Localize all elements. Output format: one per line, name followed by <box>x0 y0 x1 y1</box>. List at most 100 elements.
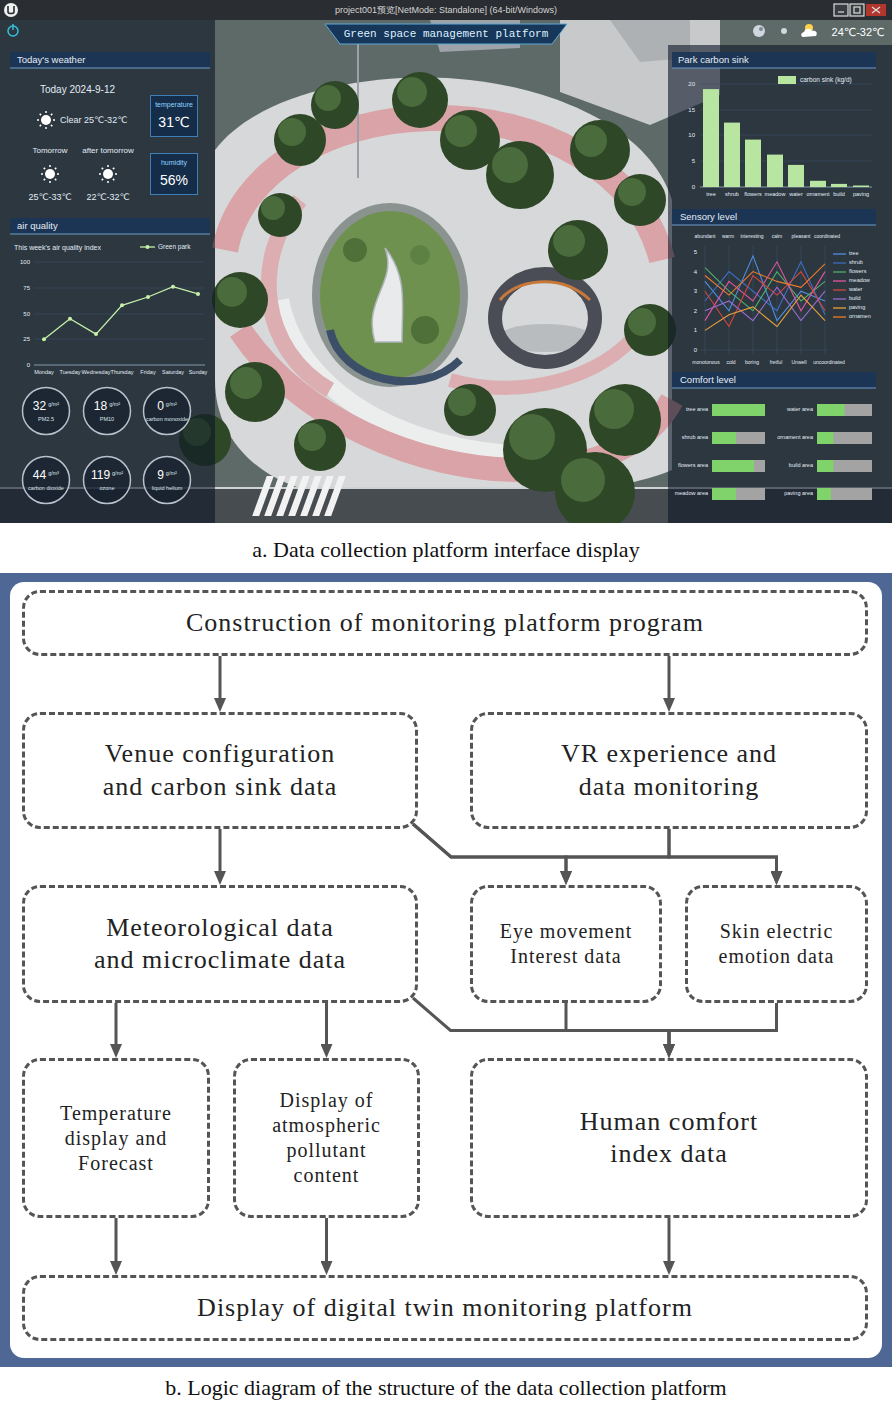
reading-name: PM10 <box>100 416 114 422</box>
axis-label: paving <box>853 192 869 198</box>
bar-label: build area <box>789 463 813 469</box>
legend-text: ornamen <box>849 314 871 320</box>
axis-label: boring <box>745 360 759 365</box>
axis-label: Tuesday <box>60 370 81 376</box>
pollutant-circle: 119g/m² ozone <box>82 455 132 505</box>
process-box: Human comfort index data <box>470 1058 868 1218</box>
legend-text: shrub <box>849 260 863 266</box>
bar-label: flowers area <box>678 463 708 469</box>
caption: b. Logic diagram of the structure of the… <box>165 1377 726 1399</box>
pollutant-circle: 18g/m² PM10 <box>82 386 132 436</box>
legend-line <box>833 305 846 311</box>
day-text: after tomorrow <box>82 147 134 155</box>
axis-label: 5 <box>692 158 695 164</box>
pollutant-circle: 44g/m³ carbon dioxide <box>21 455 71 505</box>
process-box: Display of digital twin monitoring platf… <box>22 1275 868 1341</box>
legend-dot <box>146 245 150 249</box>
legend-line <box>833 262 846 263</box>
bar-label: ornament area <box>777 435 813 441</box>
reading-name: carbon dioxide <box>28 485 64 491</box>
circle-outline <box>144 457 191 504</box>
reading-name: ozone <box>100 485 115 491</box>
legend-line <box>833 269 846 275</box>
reading-value: 31℃ <box>158 114 189 131</box>
flow-arrow <box>219 829 222 877</box>
reading-value: 56% <box>160 172 188 189</box>
weather-range: 25℃-33℃ <box>28 193 71 202</box>
process-box: Venue configuration and carbon sink data <box>22 712 418 829</box>
axis-label: meadow <box>765 192 786 198</box>
reading-name: humidity <box>161 159 187 167</box>
reading-unit: g/m² <box>109 400 120 407</box>
reading-row: 9g/m² <box>157 469 177 482</box>
axis-label: warm <box>722 234 734 239</box>
axis-label: 3 <box>694 288 697 294</box>
circle-outline <box>23 457 70 504</box>
axis-label: 20 <box>688 81 695 87</box>
flow-arrow <box>413 824 566 877</box>
legend-line <box>833 316 846 317</box>
panel-heading: air quality <box>17 221 58 231</box>
box-text: Venue configuration and carbon sink data <box>89 738 351 803</box>
caption: a. Data collection platform interface di… <box>252 539 639 561</box>
panel-heading: Sensory level <box>680 212 737 222</box>
flow-arrow <box>668 656 671 704</box>
flow-arrow <box>669 829 777 877</box>
process-box: Eye movement Interest data <box>470 885 662 1003</box>
reading-unit: g/m² <box>166 400 177 407</box>
reading-value: 44 <box>33 469 46 482</box>
process-box: VR experience and data monitoring <box>470 712 868 829</box>
circle-outline <box>84 388 131 435</box>
legend-text: flowers <box>849 269 866 275</box>
circle-outline <box>144 388 191 435</box>
reading-row: 119g/m² <box>91 469 123 482</box>
legend-line <box>833 260 846 266</box>
axis-label: Sunday <box>189 370 208 376</box>
axis-label: 100 <box>20 259 30 265</box>
axis-label: ornament <box>806 192 829 198</box>
weather-text: Clear 25℃-32℃ <box>60 116 127 125</box>
legend-text: paving <box>849 305 865 311</box>
axis-label: Wednesday <box>82 370 111 376</box>
axis-label: tree <box>706 192 715 198</box>
flow-arrow <box>325 1218 328 1267</box>
reading-name: liquid helium <box>152 485 183 491</box>
axis-label: pleasant <box>792 234 811 239</box>
axis-label: 50 <box>23 311 30 317</box>
axis-label: Saturday <box>162 370 184 376</box>
weather-range: 22℃-32℃ <box>86 193 129 202</box>
reading-value: 119 <box>91 469 110 482</box>
legend-text: carbon sink (kg/d) <box>800 77 852 84</box>
date-text: Today 2024-9-12 <box>40 85 115 95</box>
legend-line <box>833 298 846 299</box>
platform-title: Green space management platform <box>344 29 549 40</box>
panel-heading: Today's weather <box>17 55 85 65</box>
reading-box: humidity 56% <box>150 153 198 195</box>
axis-label: abundant <box>695 234 716 239</box>
legend-line <box>833 307 846 308</box>
axis-label: Thursday <box>111 370 134 376</box>
reading-unit: g/m³ <box>48 469 59 476</box>
reading-unit: g/m² <box>112 469 123 476</box>
axis-label: Unwell <box>791 360 806 365</box>
flow-arrow <box>413 998 669 1050</box>
circle-outline <box>142 455 192 505</box>
axis-label: 10 <box>688 132 695 138</box>
reading-unit: g/m² <box>48 400 59 407</box>
pollutant-circle: 0g/m²carbon monoxide <box>142 386 192 436</box>
flow-arrow <box>668 1218 671 1267</box>
axis-label: 15 <box>688 107 695 113</box>
axis-label: 0 <box>694 347 697 353</box>
box-text: Skin electric emotion data <box>700 919 853 969</box>
pollutant-circle: 9g/m² liquid helium <box>142 455 192 505</box>
reading-row: 44g/m³ <box>33 469 59 482</box>
box-text: VR experience and data monitoring <box>538 738 800 803</box>
box-text: Eye movement Interest data <box>485 919 647 969</box>
chart-title: This week's air quality index <box>14 244 101 251</box>
reading-name: temperature <box>155 101 193 109</box>
legend-line <box>140 244 155 250</box>
axis-label: 25 <box>23 336 30 342</box>
box-text: Display of digital twin monitoring platf… <box>197 1292 693 1325</box>
panel-heading: Park carbon sink <box>678 55 749 65</box>
reading-value: 18 <box>94 400 107 413</box>
